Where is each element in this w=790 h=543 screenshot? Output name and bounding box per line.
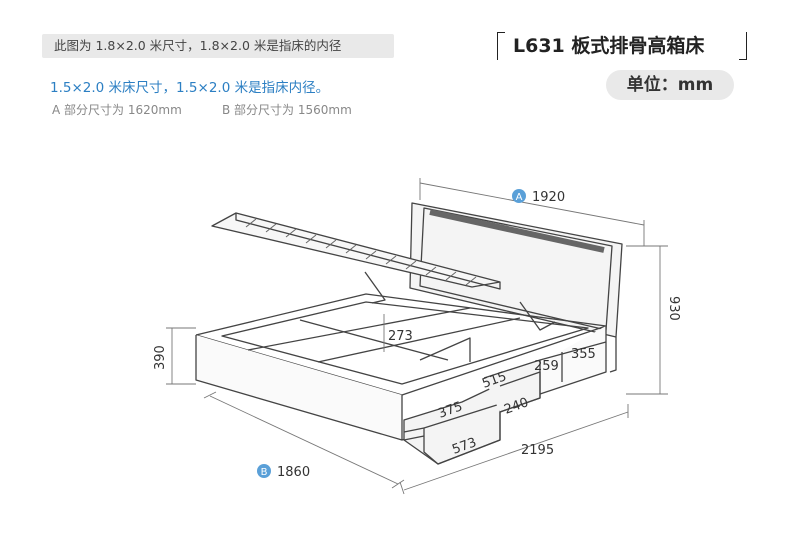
side-panel-line <box>539 341 607 361</box>
unit-label: 单位：mm <box>606 70 734 100</box>
label-base-width: 1860 <box>277 465 310 480</box>
divider-cross-2 <box>317 317 521 363</box>
label-overall-length: 2195 <box>521 443 554 458</box>
part-b-note: B 部分尺寸为 1560mm <box>222 103 352 117</box>
label-inner-depth: 273 <box>388 329 413 344</box>
lift-top-edge <box>235 213 501 290</box>
label-headboard-width: 1920 <box>532 190 565 205</box>
drawer-a <box>403 383 501 465</box>
alt-size-note: 1.5×2.0 米床尺寸，1.5×2.0 米是指床内径。 <box>50 80 330 96</box>
marker-b-letter: B <box>261 467 268 478</box>
part-a-note: A 部分尺寸为 1620mm <box>52 103 182 117</box>
label-compartment-b: 355 <box>571 347 596 362</box>
dim-1920 <box>419 182 645 226</box>
marker-a-icon <box>512 189 526 203</box>
divider-cross-1 <box>247 307 471 351</box>
title-bracket-left <box>497 32 505 60</box>
box-top-back <box>195 293 607 336</box>
scale-note: 此图为 1.8×2.0 米尺寸，1.8×2.0 米是指床的内径 <box>42 34 394 58</box>
headboard-slot <box>429 209 605 253</box>
drawer-a-front <box>423 403 501 465</box>
gas-strut-left <box>364 271 386 304</box>
marker-a-letter: A <box>516 192 523 203</box>
product-title: L631 板式排骨高箱床 <box>513 35 705 57</box>
box-inner-rim <box>221 301 589 385</box>
product-title-box: L631 板式排骨高箱床 <box>497 32 747 60</box>
dim-2195 <box>403 411 629 491</box>
drawer-b-front <box>499 371 541 413</box>
dim-1860 <box>209 395 399 485</box>
box-side-left <box>195 335 403 441</box>
label-overall-height: 930 <box>666 296 681 321</box>
title-bracket-right <box>739 32 747 60</box>
lift-top <box>211 212 501 288</box>
headboard-leg <box>609 337 617 373</box>
label-compartment-a: 259 <box>534 359 559 374</box>
label-box-height: 390 <box>153 345 168 370</box>
marker-b-icon <box>257 464 271 478</box>
dimension-lines <box>166 178 668 495</box>
drawer-a-rail <box>403 427 425 441</box>
inner-block <box>419 337 471 362</box>
gas-strut-right <box>519 301 556 331</box>
bed-outline <box>195 202 623 465</box>
divider-long <box>299 319 449 361</box>
lift-slats <box>245 218 477 286</box>
